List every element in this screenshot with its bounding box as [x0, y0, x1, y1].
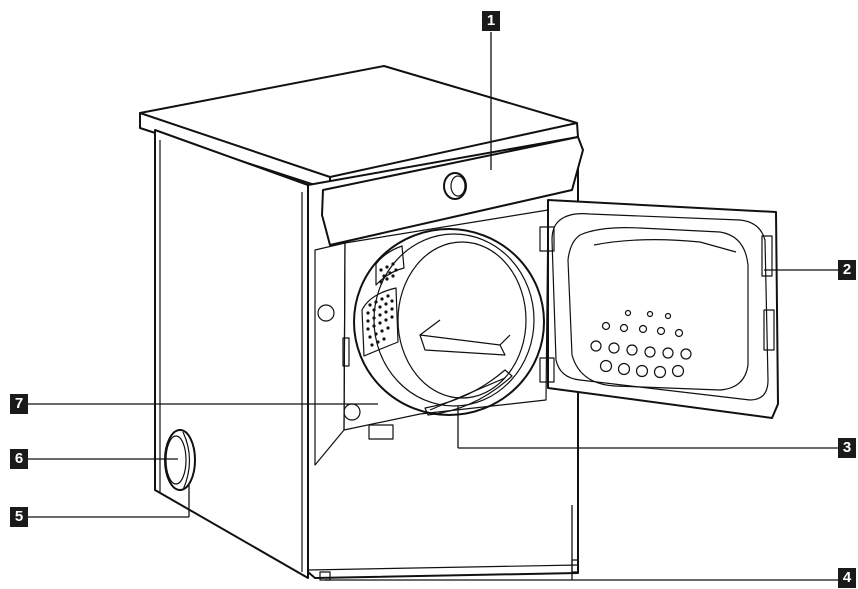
callout-1: 1 [482, 11, 500, 31]
callout-3: 3 [838, 438, 856, 458]
callout-4: 4 [838, 568, 856, 588]
door-vent-holes [590, 309, 692, 379]
rating-plate [368, 424, 394, 440]
exhaust-vent [164, 429, 196, 491]
filter-slot [424, 369, 513, 416]
drum-vent-holes [366, 262, 398, 347]
callout-6: 6 [10, 449, 28, 469]
side-panel [154, 129, 309, 579]
callout-5: 5 [10, 507, 28, 527]
drum [353, 228, 545, 416]
callout-2: 2 [838, 260, 856, 280]
control-knob [443, 172, 467, 200]
open-door [539, 199, 779, 419]
callout-7: 7 [10, 394, 28, 414]
leader-lines [28, 32, 838, 581]
front-panel [307, 136, 584, 579]
